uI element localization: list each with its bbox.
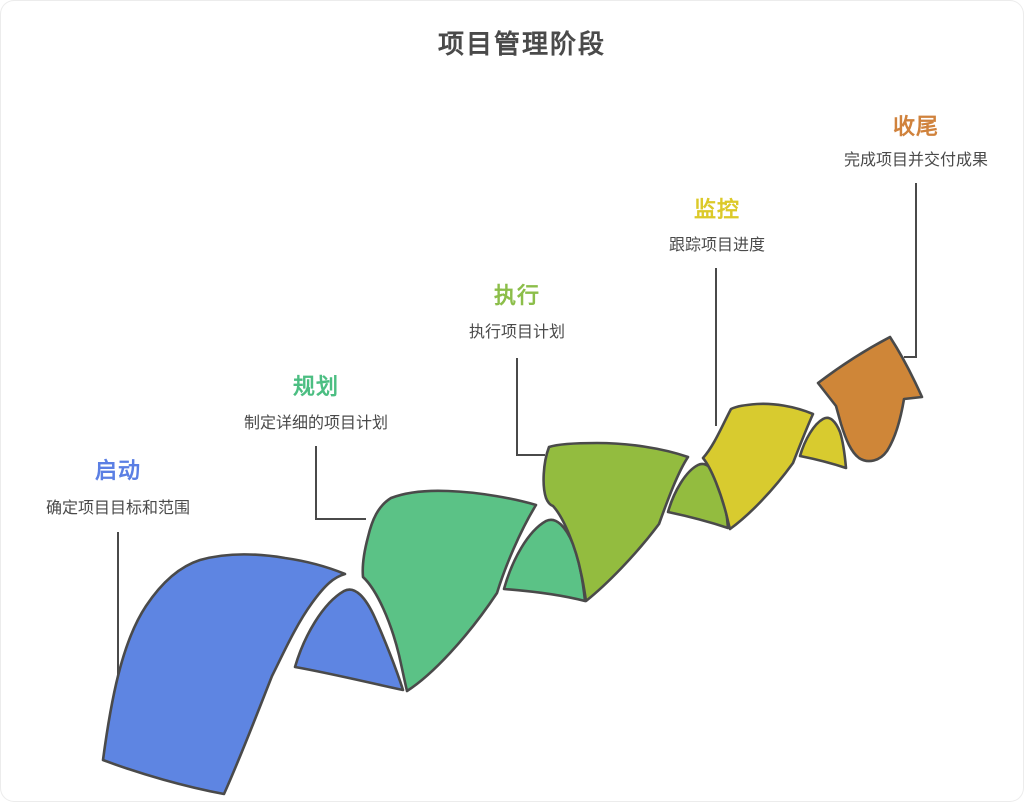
wave-segment-initiation — [101, 553, 347, 796]
wave-fold-initiation — [293, 588, 405, 692]
phase-desc-execution: 执行项目计划 — [469, 323, 565, 341]
phase-label-planning: 规划 — [293, 374, 339, 399]
phase-label-monitoring: 监控 — [694, 197, 740, 222]
phase-desc-monitoring: 跟踪项目进度 — [669, 236, 765, 254]
phase-label-execution: 执行 — [494, 283, 540, 308]
connector-planning — [315, 446, 366, 520]
wave-segment-monitoring — [701, 402, 815, 531]
phase-label-closing: 收尾 — [893, 114, 939, 139]
wave-fold-monitoring — [798, 416, 848, 470]
closing-arrow-icon — [816, 335, 924, 463]
phase-labels: 启动 确定项目目标和范围 规划 制定详细的项目计划 执行 执行项目计划 监控 跟… — [46, 114, 988, 517]
diagram-title: 项目管理阶段 — [438, 29, 606, 59]
wave-ribbon — [101, 335, 924, 796]
phase-label-initiation: 启动 — [95, 458, 141, 483]
wave-segment-execution — [542, 441, 690, 603]
phase-desc-planning: 制定详细的项目计划 — [244, 414, 388, 432]
connector-execution — [516, 358, 545, 456]
connector-closing — [904, 183, 917, 358]
phase-desc-initiation: 确定项目目标和范围 — [46, 499, 190, 517]
wave-segment-planning — [361, 489, 538, 693]
phase-desc-closing: 完成项目并交付成果 — [844, 151, 988, 169]
